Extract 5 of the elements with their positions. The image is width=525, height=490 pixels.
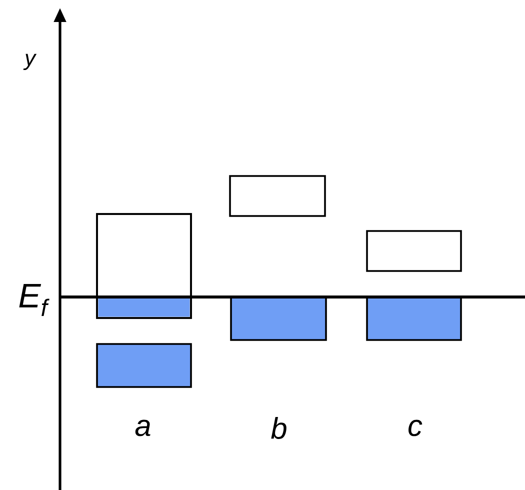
column-label: a <box>135 420 150 436</box>
fermi-level-label: E$_{f}$ <box>19 284 50 316</box>
column-label: c <box>408 420 422 436</box>
column-label: b <box>271 417 286 439</box>
axis-label: y <box>23 54 37 70</box>
